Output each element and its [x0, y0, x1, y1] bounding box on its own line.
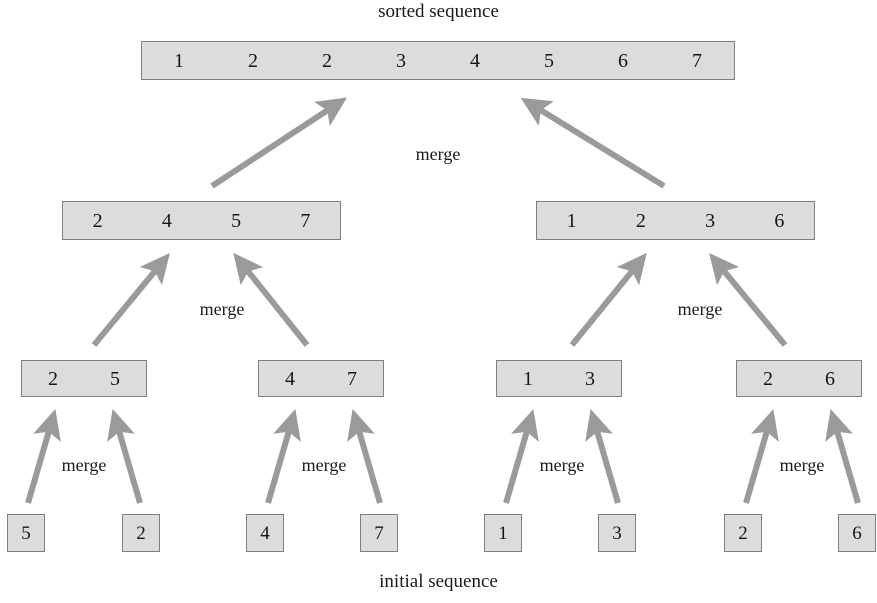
run2-box-4: 2 6	[736, 360, 862, 397]
arrow-l1-right-to-top	[520, 97, 666, 189]
merge-label-top: merge	[415, 144, 461, 164]
cell-value: 2	[322, 49, 332, 72]
cell-value: 4	[470, 49, 480, 72]
cell-value: 2	[92, 209, 103, 232]
cell-value: 1	[566, 209, 577, 232]
cell-value: 1	[523, 367, 533, 390]
cell-value: 3	[585, 367, 595, 390]
cell-value: 5	[231, 209, 242, 232]
cell-value: 7	[692, 49, 702, 72]
run2-box-2: 4 7	[258, 360, 384, 397]
leaf-box-4: 7	[360, 514, 398, 552]
run2-box-3: 1 3	[496, 360, 622, 397]
cell-value: 3	[705, 209, 716, 232]
cell-value: 3	[612, 522, 622, 544]
cell-value: 6	[852, 522, 862, 544]
cell-value: 4	[161, 209, 172, 232]
merge-label-mid-left: merge	[199, 299, 245, 319]
cell-value: 6	[618, 49, 628, 72]
cell-value: 2	[48, 367, 58, 390]
run4-box-left: 2 4 5 7	[62, 201, 341, 240]
cell-value: 7	[374, 522, 384, 544]
run4-box-right: 1 2 3 6	[536, 201, 815, 240]
cell-value: 4	[260, 522, 270, 544]
run2-box-1: 2 5	[21, 360, 147, 397]
leaf-box-8: 6	[838, 514, 876, 552]
cell-value: 2	[136, 522, 146, 544]
arrow-l1-left-to-top	[210, 97, 348, 189]
bottom-caption: initial sequence	[379, 571, 498, 592]
leaf-box-7: 2	[724, 514, 762, 552]
top-caption: sorted sequence	[378, 1, 499, 22]
leaf-box-2: 2	[122, 514, 160, 552]
cell-value: 2	[248, 49, 258, 72]
cell-value: 4	[285, 367, 295, 390]
merge-label-leaf-4: merge	[779, 455, 825, 475]
merge-label-leaf-2: merge	[301, 455, 347, 475]
merge-label-leaf-1: merge	[61, 455, 107, 475]
cell-value: 2	[738, 522, 748, 544]
cell-value: 7	[347, 367, 357, 390]
cell-value: 1	[174, 49, 184, 72]
leaf-box-5: 1	[484, 514, 522, 552]
cell-value: 3	[396, 49, 406, 72]
merge-label-leaf-3: merge	[539, 455, 585, 475]
cell-value: 7	[300, 209, 311, 232]
cell-value: 2	[763, 367, 773, 390]
sorted-sequence-box: 1 2 2 3 4 5 6 7	[141, 41, 735, 80]
merge-label-mid-right: merge	[677, 299, 723, 319]
arrow-l2-b1-to-l1-left	[91, 252, 170, 347]
cell-value: 1	[498, 522, 508, 544]
leaf-box-6: 3	[598, 514, 636, 552]
arrow-l2-b3-to-l1-right	[569, 252, 647, 347]
leaf-box-3: 4	[246, 514, 284, 552]
cell-value: 6	[774, 209, 785, 232]
cell-value: 5	[110, 367, 120, 390]
cell-value: 5	[544, 49, 554, 72]
cell-value: 2	[635, 209, 646, 232]
leaf-box-1: 5	[7, 514, 45, 552]
cell-value: 5	[21, 522, 31, 544]
cell-value: 6	[825, 367, 835, 390]
